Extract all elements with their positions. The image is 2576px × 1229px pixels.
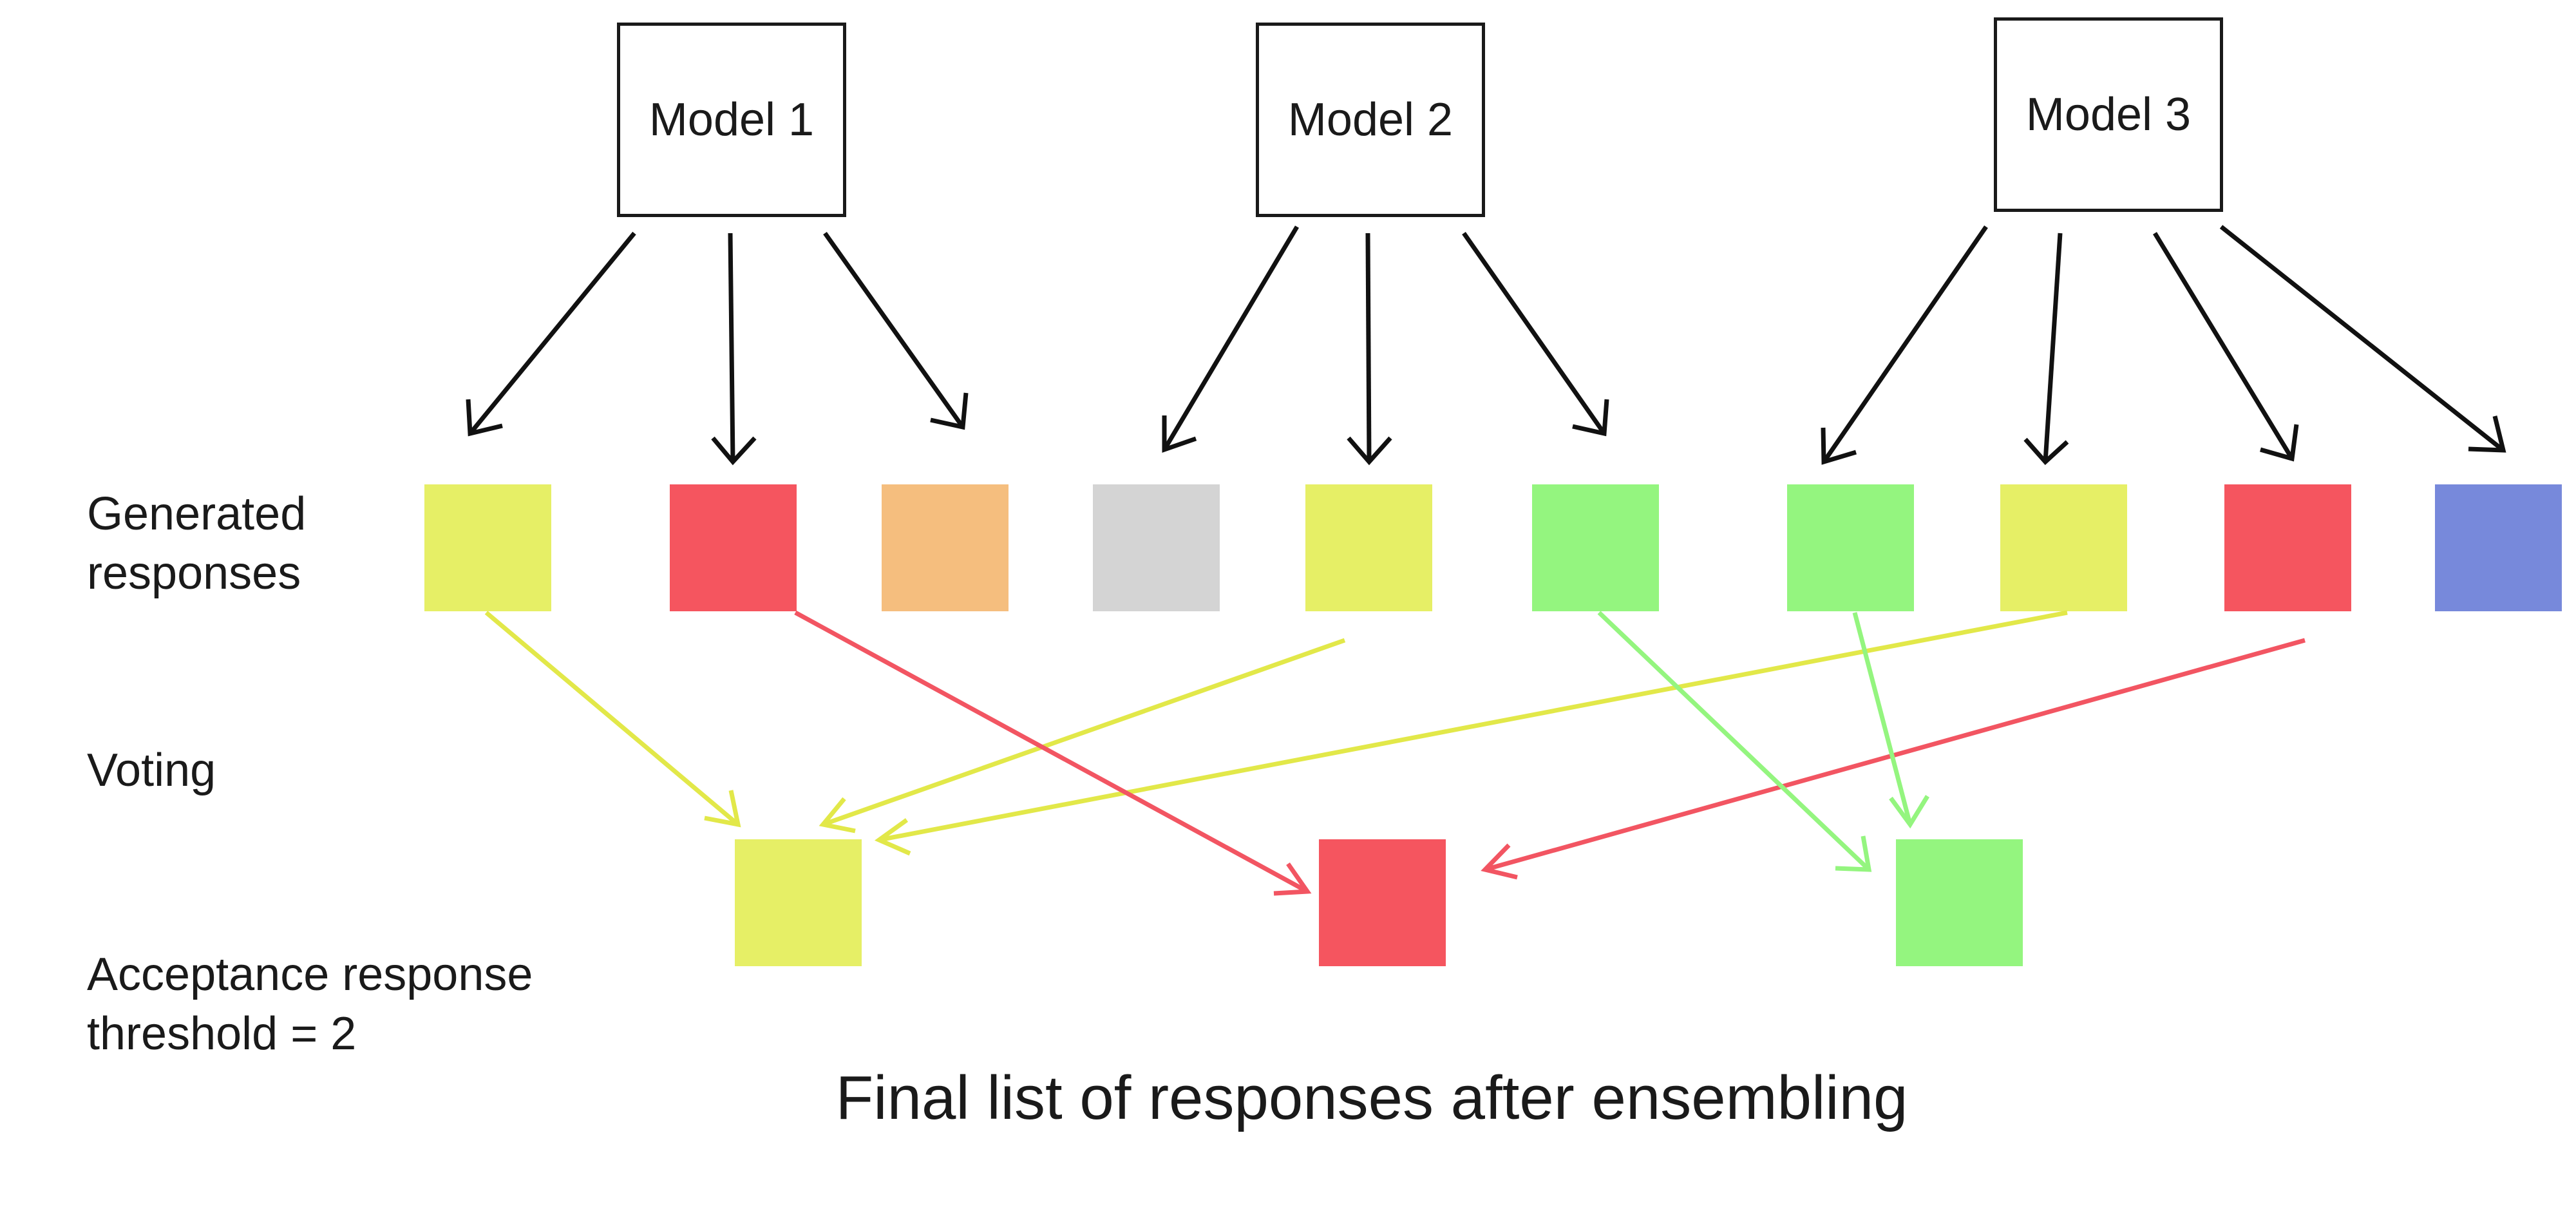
arrowhead-model2-response-2 [1347,436,1392,466]
response-model3-2 [2000,484,2127,611]
response-model3-4 [2435,484,2562,611]
vote-arrowhead-green-2 [1889,795,1929,829]
response-model3-3 [2224,484,2351,611]
threshold-label: Acceptance response threshold = 2 [87,949,533,1060]
final-response-3 [1896,839,2023,966]
response-model2-3 [1532,484,1659,611]
vote-arrowhead-red-1 [1273,862,1312,896]
arrowhead-model3-response-1 [1821,427,1857,465]
arrowhead-model1-response-1 [466,399,503,437]
model-1-label: Model 1 [649,94,815,146]
generated-responses-label: Generated responses [87,488,307,599]
model-3-box: Model 3 [1994,17,2223,212]
response-model2-2 [1305,484,1432,611]
arrowhead-model1-response-2 [711,436,757,466]
response-model1-2 [670,484,797,611]
model-2-label: Model 2 [1287,94,1454,146]
arrowhead-model1-response-3 [930,392,969,430]
model-2-box: Model 2 [1256,23,1485,217]
arrow-model2-to-response-2 [1365,233,1372,462]
vote-arrow-yellow-3 [878,610,2068,843]
arrow-model3-to-response-3 [2153,232,2294,460]
vote-arrowhead-red-2 [1481,843,1518,880]
arrow-model2-to-response-3 [1462,231,1606,435]
vote-arrowhead-yellow-1 [704,790,741,828]
vote-arrowhead-green-1 [1835,835,1872,872]
vote-arrow-green-2 [1852,612,1913,825]
arrow-model3-to-response-2 [2043,233,2063,462]
arrowhead-model3-response-4 [2468,415,2506,453]
arrowhead-model3-response-3 [2260,424,2299,462]
arrowhead-model3-response-2 [2023,437,2069,465]
final-list-caption: Final list of responses after ensembling [835,1063,1908,1132]
response-model1-1 [424,484,551,611]
vote-arrow-yellow-2 [822,638,1346,827]
arrow-model1-to-response-1 [468,231,636,435]
voting-label: Voting [87,745,216,796]
vote-arrowhead-yellow-3 [874,818,911,856]
response-model3-1 [1787,484,1914,611]
arrowhead-model2-response-3 [1572,399,1609,437]
vote-arrow-green-1 [1597,611,1871,872]
arrowhead-model2-response-1 [1162,415,1197,453]
arrow-model1-to-response-3 [823,231,965,429]
model-1-box: Model 1 [617,23,846,217]
arrow-model1-to-response-2 [728,233,735,462]
vote-arrow-yellow-1 [484,611,740,826]
model-3-label: Model 3 [2025,89,2192,140]
vote-arrow-red-1 [794,610,1309,894]
response-model1-3 [882,484,1009,611]
final-response-1 [735,839,862,966]
arrow-model3-to-response-1 [1822,225,1988,463]
vote-arrow-red-2 [1484,638,2306,872]
arrow-model3-to-response-4 [2219,225,2505,452]
response-model2-1 [1093,484,1220,611]
final-response-2 [1319,839,1446,966]
arrow-model2-to-response-1 [1162,225,1300,451]
vote-arrowhead-yellow-2 [819,797,856,834]
